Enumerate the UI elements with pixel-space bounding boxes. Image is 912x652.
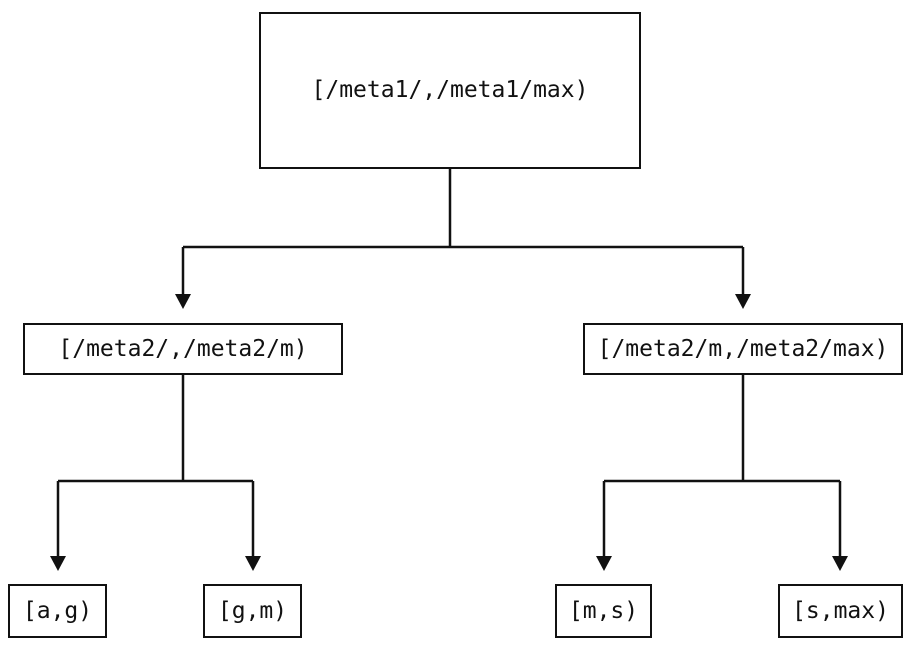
arrowhead-down-icon <box>596 556 612 571</box>
arrowhead-down-icon <box>245 556 261 571</box>
node-leaf-smax: [s,max) <box>778 584 903 638</box>
node-label: [g,m) <box>217 597 288 624</box>
node-leaf-gm: [g,m) <box>203 584 302 638</box>
edge-right-to-leaves <box>596 375 848 571</box>
node-right-child: [/meta2/m,/meta2/max) <box>583 323 903 375</box>
node-label: [/meta2/m,/meta2/max) <box>597 335 889 362</box>
edge-line <box>56 375 255 556</box>
node-root: [/meta1/,/meta1/max) <box>259 12 641 169</box>
node-left-child: [/meta2/,/meta2/m) <box>23 323 343 375</box>
arrowhead-down-icon <box>735 294 751 309</box>
node-leaf-ms: [m,s) <box>555 584 652 638</box>
arrowhead-down-icon <box>175 294 191 309</box>
edge-line <box>181 169 745 294</box>
node-leaf-ag: [a,g) <box>8 584 107 638</box>
node-label: [/meta1/,/meta1/max) <box>311 77 589 103</box>
arrowhead-down-icon <box>50 556 66 571</box>
node-label: [/meta2/,/meta2/m) <box>58 335 308 362</box>
edge-root-to-children <box>175 169 751 309</box>
edge-line <box>602 375 842 556</box>
node-label: [a,g) <box>22 597 93 624</box>
edge-left-to-leaves <box>50 375 261 571</box>
node-label: [m,s) <box>568 597 639 624</box>
node-label: [s,max) <box>792 597 889 624</box>
arrowhead-down-icon <box>832 556 848 571</box>
